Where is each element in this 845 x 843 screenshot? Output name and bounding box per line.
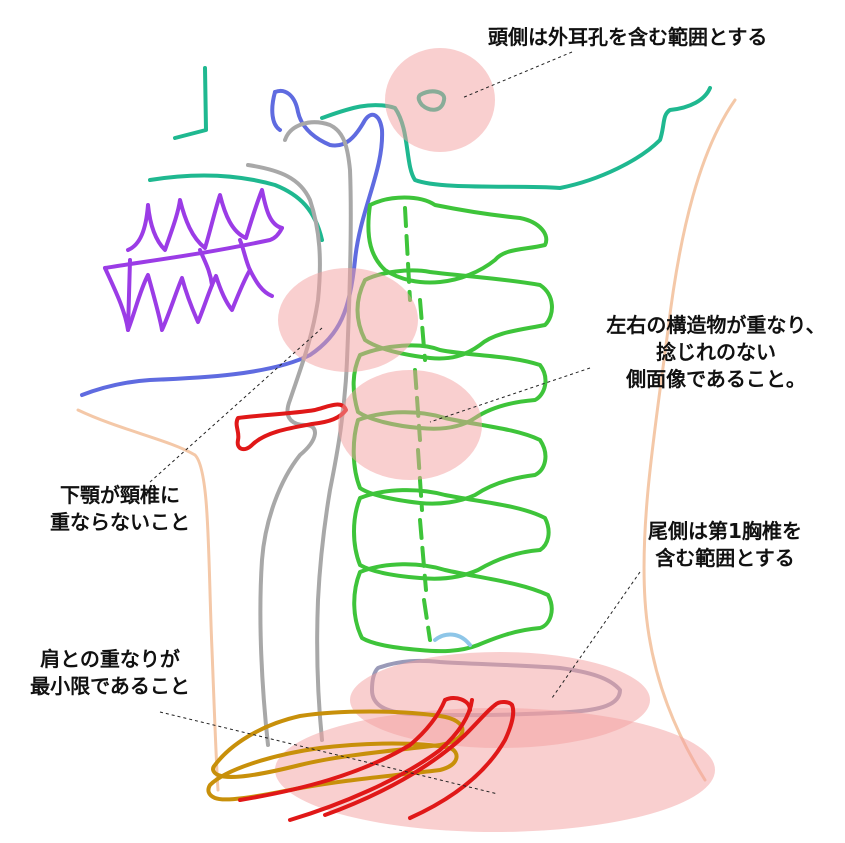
head-side-text: 頭側は外耳孔を含む範囲とする xyxy=(488,25,768,49)
tail-side-text-line2: 含む範囲とする xyxy=(655,546,795,570)
highlight-regions xyxy=(275,48,715,832)
structure-overlap-annotation: 左右の構造物が重なり、 捻じれのない 側面像であること。 xyxy=(596,312,836,393)
structure-text-line2: 捻じれのない xyxy=(656,340,776,364)
head-side-annotation: 頭側は外耳孔を含む範囲とする xyxy=(488,24,767,51)
mandible-text-line1: 下顎が頸椎に xyxy=(60,483,180,507)
tail-side-text-line1: 尾側は第1胸椎を xyxy=(648,519,802,543)
shoulder-region xyxy=(275,708,715,832)
structure-text-line3: 側面像であること。 xyxy=(626,367,806,391)
teeth xyxy=(103,188,284,332)
shoulder-text-line2: 最小限であること xyxy=(30,674,190,698)
vertebral-body-region xyxy=(338,370,482,480)
leader-head-side xyxy=(461,51,573,99)
leader-structures xyxy=(429,367,591,423)
clavicle xyxy=(206,709,465,802)
leader-shoulder xyxy=(159,711,499,795)
tail-side-annotation: 尾側は第1胸椎を 含む範囲とする xyxy=(610,518,840,572)
mandible xyxy=(80,89,385,397)
shoulder-text-line1: 肩との重なりが xyxy=(40,647,180,671)
shoulder-annotation: 肩との重なりが 最小限であること xyxy=(15,646,205,700)
skin-outline xyxy=(76,98,737,792)
ribs xyxy=(238,696,516,822)
structure-text-line1: 左右の構造物が重なり、 xyxy=(606,313,826,337)
mandible-annotation: 下顎が頸椎に 重ならないこと xyxy=(30,482,210,536)
hyoid-bone xyxy=(234,402,348,452)
leader-mandible xyxy=(149,327,323,483)
airway xyxy=(246,120,353,747)
leader-lines xyxy=(149,51,641,795)
external-auditory-canal-region xyxy=(385,48,495,152)
mandible-overlap-region xyxy=(278,268,418,372)
leader-tail-side xyxy=(551,571,641,699)
mandible-text-line2: 重ならないこと xyxy=(50,510,190,534)
